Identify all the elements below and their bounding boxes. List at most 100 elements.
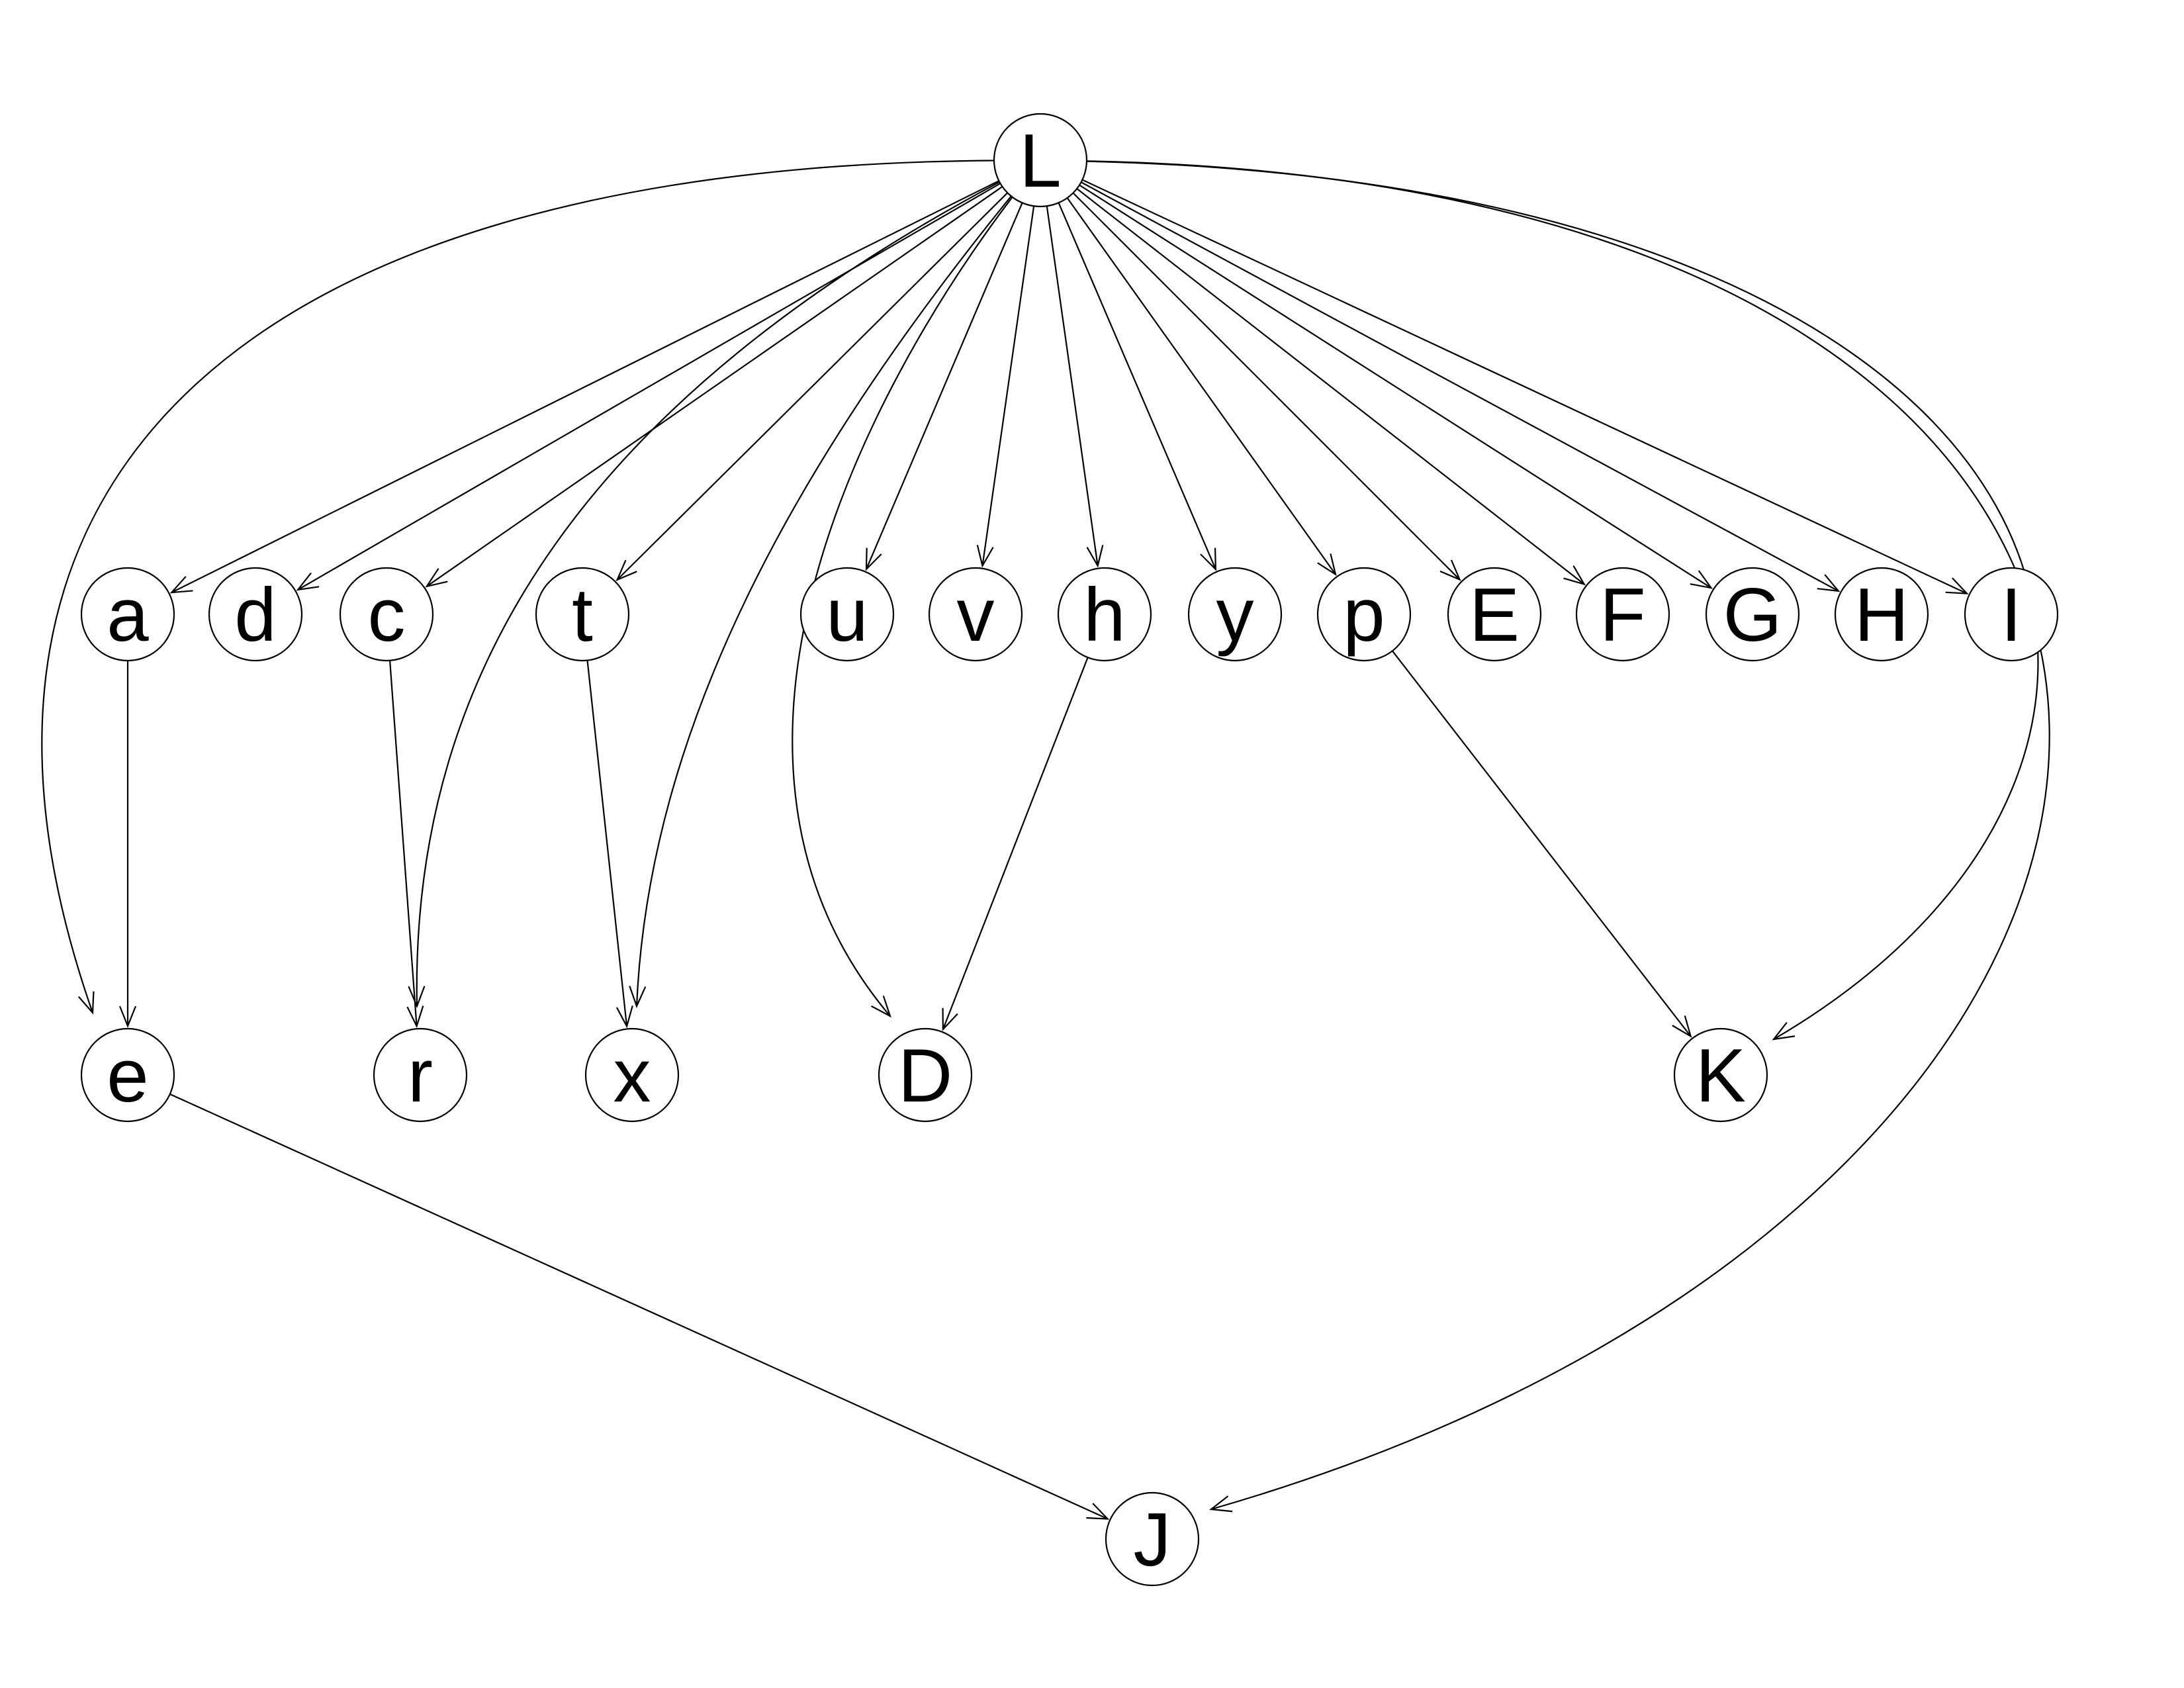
edge-line (865, 202, 1023, 570)
node-label: r (408, 1034, 433, 1118)
node-v: v (928, 567, 1023, 662)
edge-line (416, 181, 1000, 1007)
edge-L-H (1081, 181, 1841, 592)
node-h: h (1057, 567, 1152, 662)
arrow-head (1817, 574, 1841, 592)
edge-line (1081, 181, 1839, 592)
edge-line (426, 186, 1003, 587)
edge-e-J (169, 1093, 1110, 1520)
node-label: c (368, 573, 406, 657)
arrow-head (615, 1006, 633, 1029)
node-circle (535, 567, 630, 662)
node-y: y (1187, 567, 1283, 662)
node-label: x (614, 1034, 651, 1118)
edge-L-J (1086, 160, 2050, 1513)
arrow-head (296, 572, 320, 591)
arrow-head (118, 1006, 137, 1028)
edge-line (1066, 197, 1336, 575)
arrow-head (1200, 547, 1217, 571)
edge-line (1058, 202, 1216, 570)
node-e: e (80, 1027, 175, 1123)
edge-L-t (615, 192, 1009, 581)
edge-L-e (41, 160, 995, 1015)
node-D: D (878, 1027, 973, 1123)
node-circle (1316, 567, 1412, 662)
node-K: K (1673, 1027, 1768, 1123)
edge-line (41, 160, 995, 1013)
node-label: v (957, 573, 995, 657)
arrow-head (976, 545, 994, 568)
node-circle (1673, 1027, 1768, 1123)
edge-line (1081, 179, 1968, 594)
edge-L-E (1072, 192, 1461, 581)
node-label: L (1019, 119, 1061, 203)
edge-line (171, 180, 999, 594)
arrow-head (1563, 565, 1586, 586)
edge-L-a (169, 180, 999, 594)
edge-line (389, 660, 418, 1027)
arrow-head (1672, 1015, 1692, 1038)
arrow-head (629, 986, 647, 1008)
node-label: d (234, 573, 276, 657)
node-label: I (2001, 573, 2022, 657)
edge-L-I (1081, 179, 1969, 594)
arrow-head (942, 1008, 958, 1031)
arrow-head (865, 547, 882, 571)
node-label: H (1854, 573, 1909, 657)
edge-line (1079, 184, 1712, 589)
edge-line (169, 1093, 1109, 1520)
arrow-head (615, 559, 637, 581)
arrow-head (1209, 1495, 1233, 1513)
edge-L-G (1079, 184, 1713, 589)
edge-L-y (1058, 202, 1217, 571)
arrow-head (1086, 545, 1104, 568)
arrow-head (1439, 559, 1461, 581)
arrow-head (1086, 1503, 1110, 1520)
edge-line (1046, 206, 1099, 566)
edge-t-x (586, 660, 633, 1029)
edge-line (1086, 160, 2050, 1511)
edges-layer (41, 160, 2050, 1520)
edge-L-d (296, 183, 1001, 591)
edge-L-v (976, 206, 1035, 568)
arrow-head (1772, 1021, 1796, 1041)
node-label: y (1216, 573, 1254, 657)
node-E: E (1447, 567, 1542, 662)
node-circle (208, 567, 303, 662)
node-H: H (1834, 567, 1929, 662)
edge-L-p (1066, 197, 1337, 577)
node-circle (80, 1027, 175, 1123)
node-label: e (107, 1034, 148, 1118)
node-t: t (535, 567, 630, 662)
node-circle (1187, 567, 1283, 662)
node-d: d (208, 567, 303, 662)
node-circle (928, 567, 1023, 662)
edge-line (297, 183, 1001, 590)
node-label: t (572, 573, 593, 657)
node-circle (584, 1027, 680, 1123)
node-I: I (1964, 567, 2059, 662)
node-G: G (1705, 567, 1800, 662)
node-label: D (898, 1034, 952, 1118)
node-label: K (1696, 1034, 1746, 1118)
node-circle (799, 567, 895, 662)
node-circle (339, 567, 434, 662)
edge-L-c (425, 186, 1003, 588)
node-circle (1105, 1491, 1200, 1587)
edge-L-h (1046, 206, 1104, 568)
arrow-head (425, 568, 448, 588)
node-label: J (1134, 1498, 1171, 1582)
arrow-head (1690, 570, 1713, 589)
arrow-head (406, 1006, 424, 1029)
node-label: a (107, 573, 149, 657)
node-label: p (1343, 573, 1385, 657)
node-J: J (1105, 1491, 1200, 1587)
edge-h-D (942, 657, 1089, 1031)
edge-c-r (389, 660, 424, 1029)
edge-line (1086, 160, 2039, 1040)
node-circle (1834, 567, 1929, 662)
node-r: r (373, 1027, 468, 1123)
node-circle (1057, 567, 1152, 662)
